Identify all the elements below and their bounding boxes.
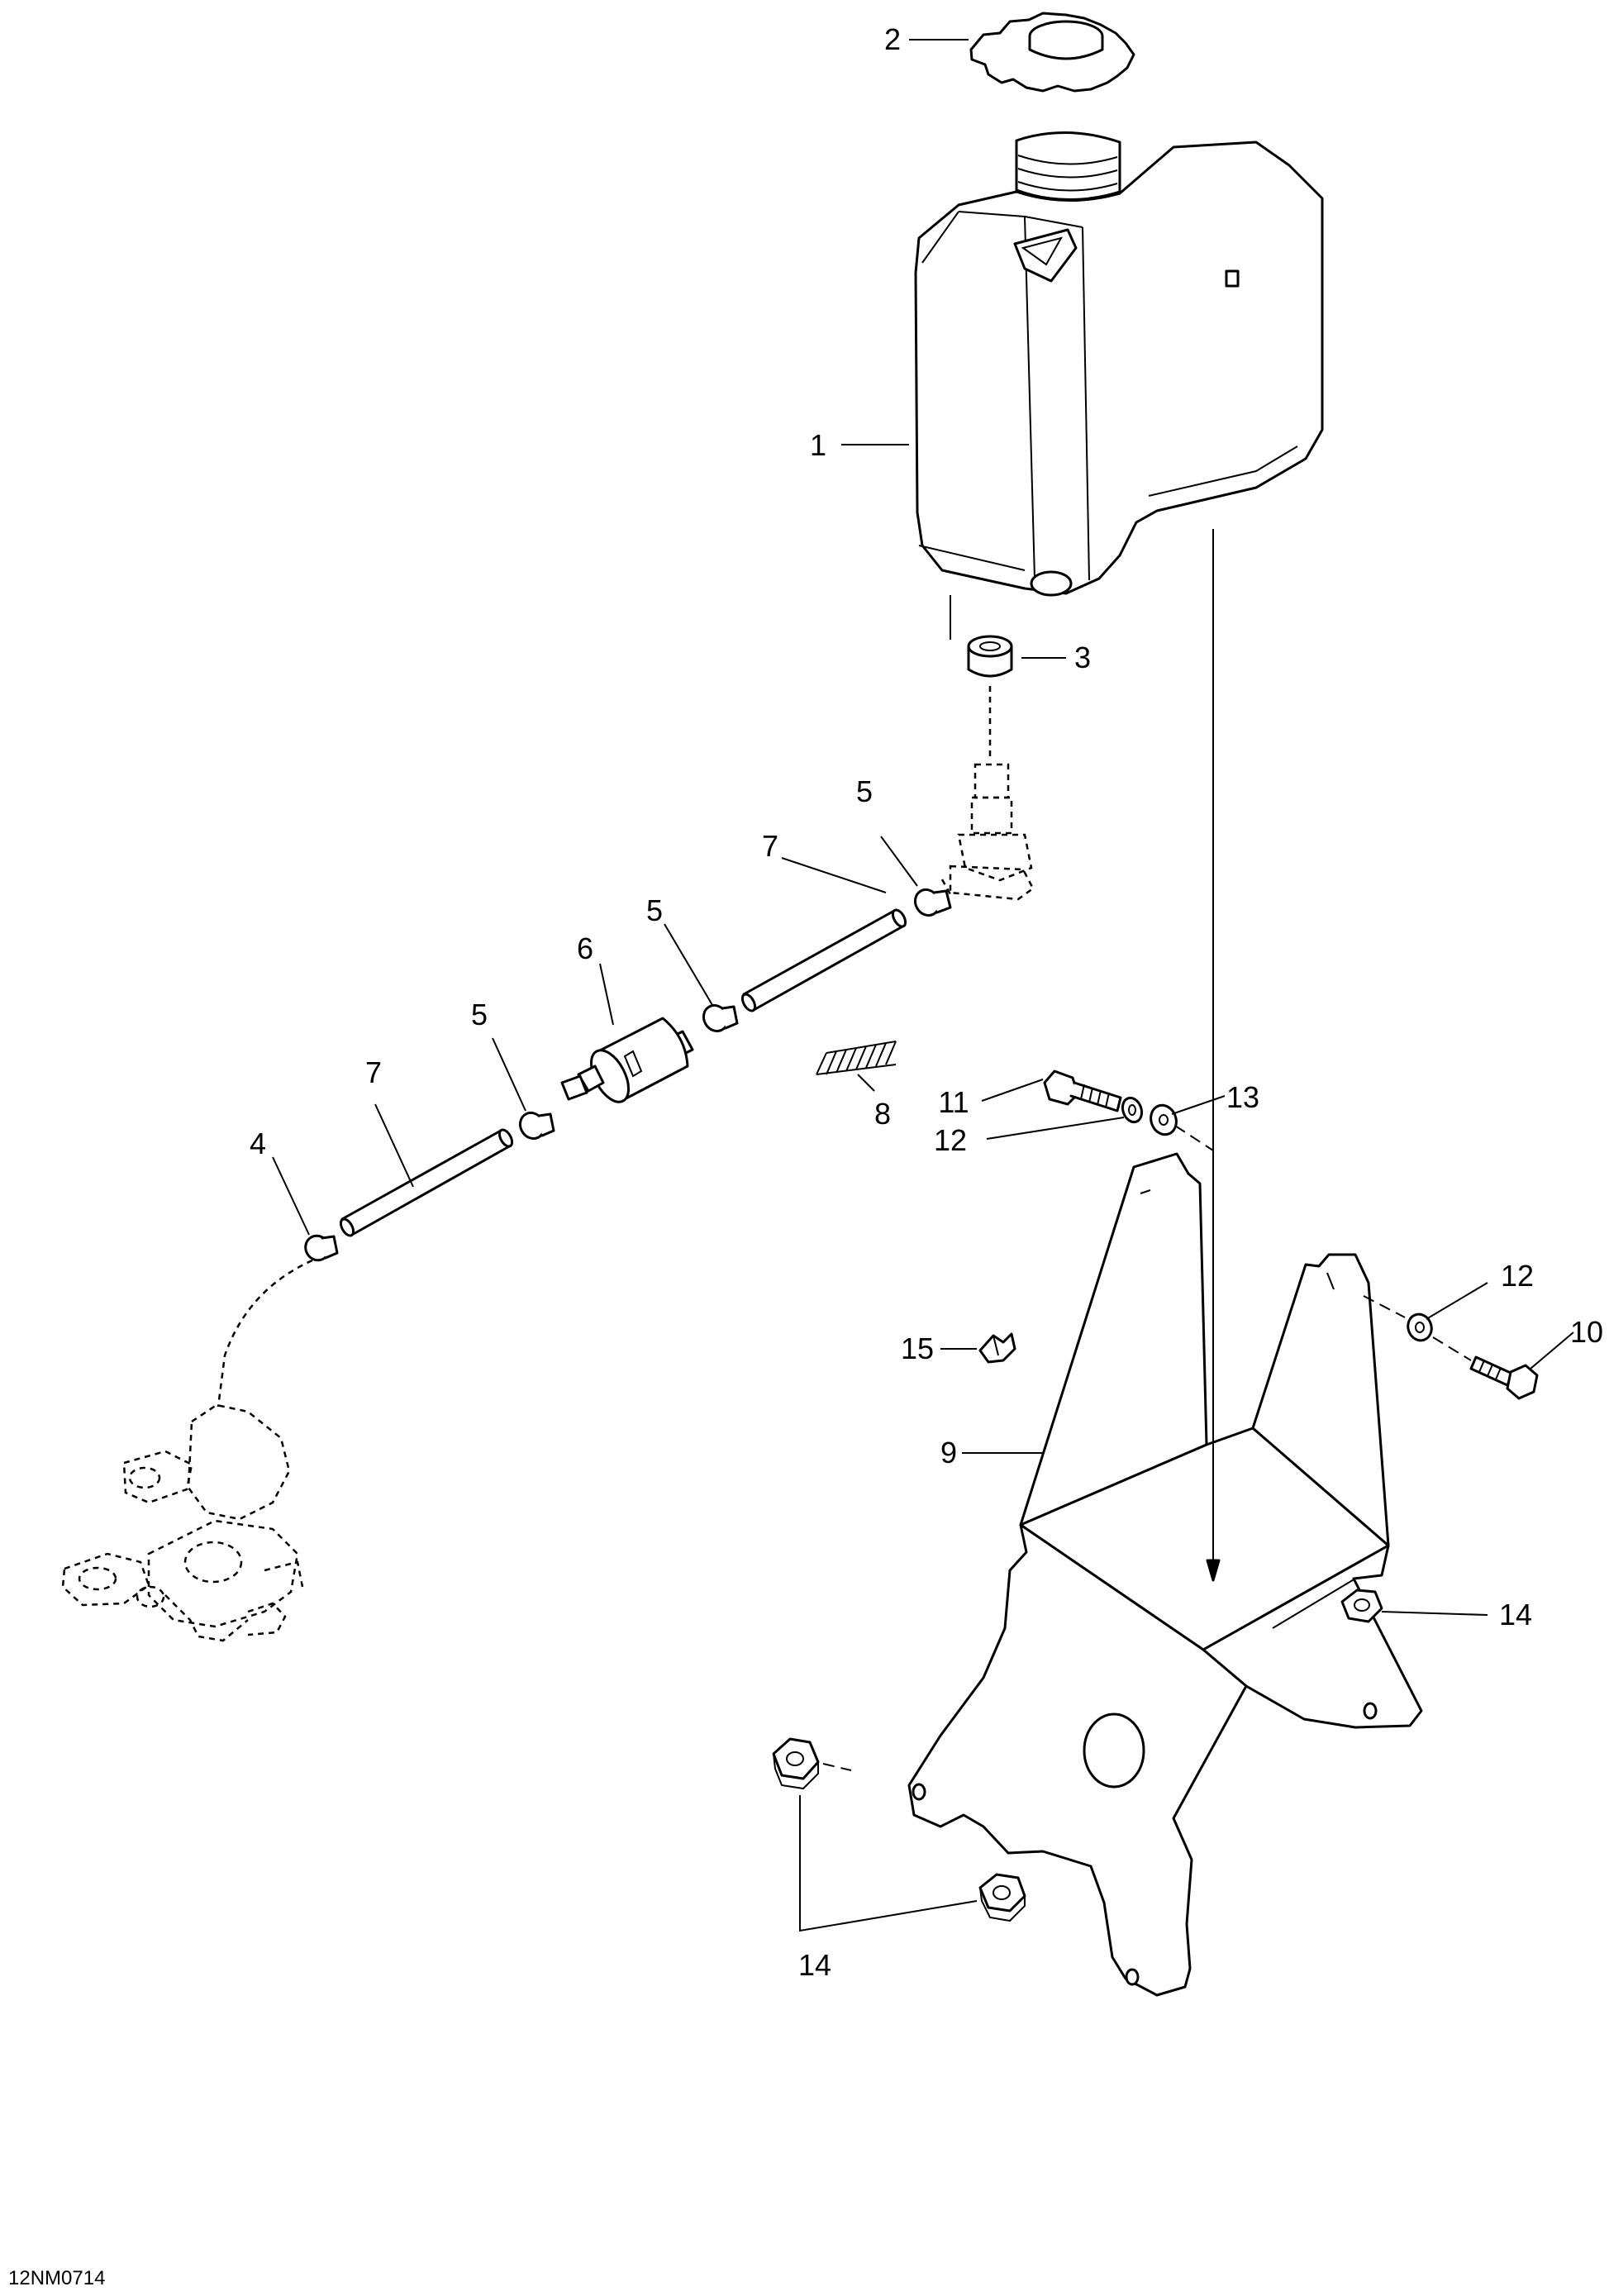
callout-4: 4 <box>250 1127 266 1160</box>
callout-5-top: 5 <box>856 774 873 808</box>
lock-washer <box>1407 1312 1433 1342</box>
callout-5-middle: 5 <box>646 893 663 927</box>
alignment-line <box>1174 1125 1214 1151</box>
callout-7-upper: 7 <box>762 829 778 863</box>
clamp <box>913 888 952 917</box>
fuel-filter <box>560 1017 694 1103</box>
clamp <box>518 1111 555 1141</box>
callout-6: 6 <box>577 931 593 965</box>
callout-labels: 1 2 3 4 5 5 5 6 7 7 8 9 10 11 12 12 13 1… <box>250 22 1603 1982</box>
assembly-arrow-head <box>1206 1559 1221 1582</box>
callout-12-lower: 12 <box>1501 1259 1534 1293</box>
callout-15: 15 <box>901 1331 934 1365</box>
callout-14-bottom: 14 <box>798 1948 831 1982</box>
alignment-line <box>822 1763 852 1771</box>
callout-11: 11 <box>938 1085 969 1119</box>
alignment-line <box>1432 1336 1472 1361</box>
fuel-line <box>339 1128 514 1237</box>
screw <box>1043 1069 1122 1112</box>
spring <box>816 1041 897 1075</box>
flat-washer <box>1150 1103 1178 1136</box>
figure-reference-code: 12NM0714 <box>8 2267 105 2289</box>
mounting-bracket <box>907 1152 1423 1997</box>
clamp <box>304 1234 339 1262</box>
lock-washer <box>1121 1096 1144 1124</box>
callout-1: 1 <box>810 428 826 462</box>
fuel-line <box>740 908 907 1012</box>
fuel-cap <box>969 12 1135 93</box>
callout-5-lower: 5 <box>471 998 488 1031</box>
callout-12-upper: 12 <box>934 1123 967 1157</box>
nut <box>1340 1589 1383 1623</box>
leader-lines <box>272 39 1574 1932</box>
callout-3: 3 <box>1074 641 1091 674</box>
screw <box>1469 1355 1539 1400</box>
grommet <box>967 635 1013 678</box>
callout-9: 9 <box>940 1436 957 1470</box>
callout-10: 10 <box>1570 1315 1603 1349</box>
callout-7-lower: 7 <box>365 1055 382 1089</box>
callout-13: 13 <box>1226 1080 1259 1114</box>
alignment-line <box>1363 1295 1406 1318</box>
shut-off-valve-reference <box>940 686 1035 901</box>
fuel-tank <box>914 131 1324 597</box>
clamp <box>702 1003 739 1033</box>
callout-2: 2 <box>884 22 901 56</box>
callout-14-right: 14 <box>1499 1598 1532 1631</box>
clip <box>978 1332 1016 1364</box>
carburetor-reference <box>61 1259 313 1642</box>
nut <box>772 1737 820 1790</box>
nut <box>978 1873 1026 1922</box>
callout-8: 8 <box>874 1097 891 1131</box>
